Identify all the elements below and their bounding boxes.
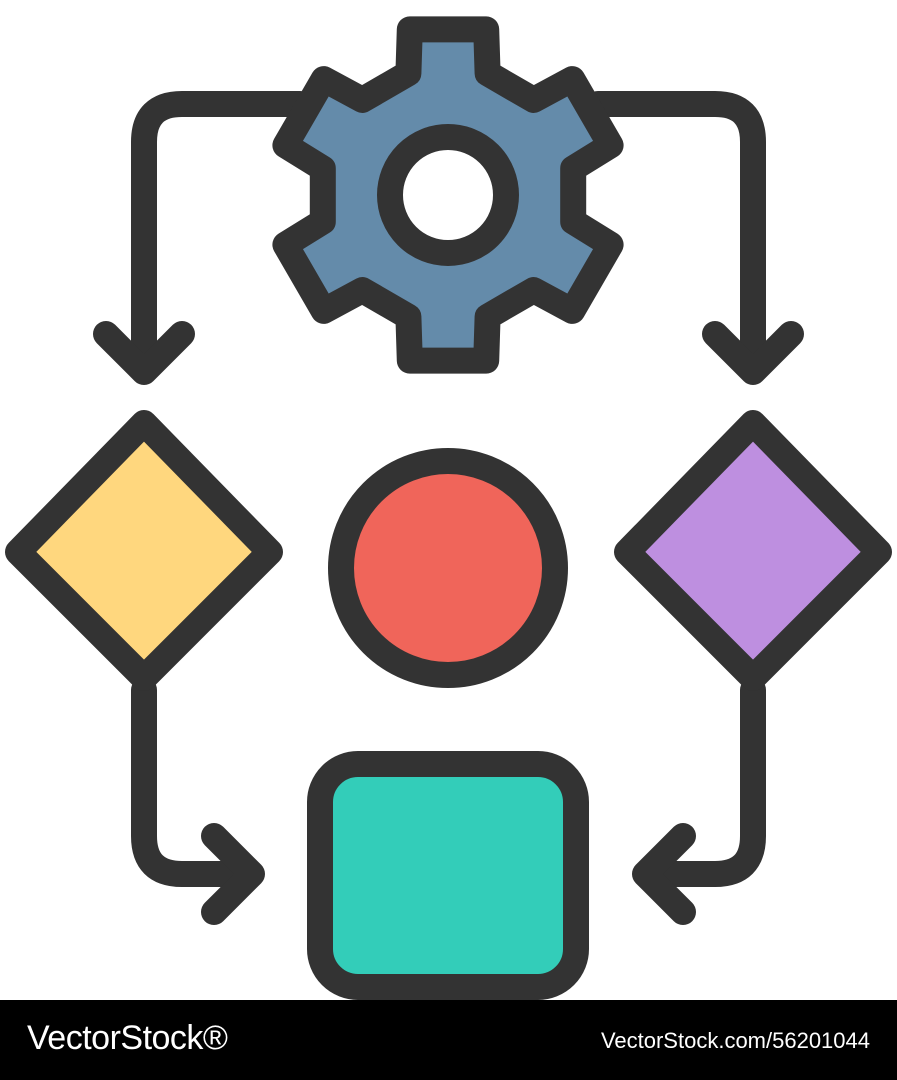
right-diamond-shape <box>614 410 892 691</box>
output-box-shape <box>307 751 589 1000</box>
connector-left-bottom <box>131 677 263 887</box>
arrow-down-right-icon <box>702 321 804 385</box>
watermark-footer: VectorStock® VectorStock.com/56201044 <box>0 1000 897 1080</box>
workflow-diagram <box>5 16 892 1000</box>
connector-right-top <box>585 91 766 383</box>
arrow-left-icon <box>632 823 696 925</box>
brand-logo: VectorStock® <box>27 1019 228 1057</box>
arrow-down-left-icon <box>93 321 195 385</box>
image-id-label: VectorStock.com/56201044 <box>600 1028 870 1053</box>
center-circle-shape <box>328 448 568 688</box>
arrow-right-icon <box>201 823 265 925</box>
gear-hole <box>377 124 519 266</box>
gear-icon <box>272 16 624 374</box>
connector-right-bottom <box>634 677 766 887</box>
left-diamond-shape <box>5 410 283 691</box>
connector-left-top <box>131 91 313 383</box>
workflow-illustration <box>5 16 892 1000</box>
